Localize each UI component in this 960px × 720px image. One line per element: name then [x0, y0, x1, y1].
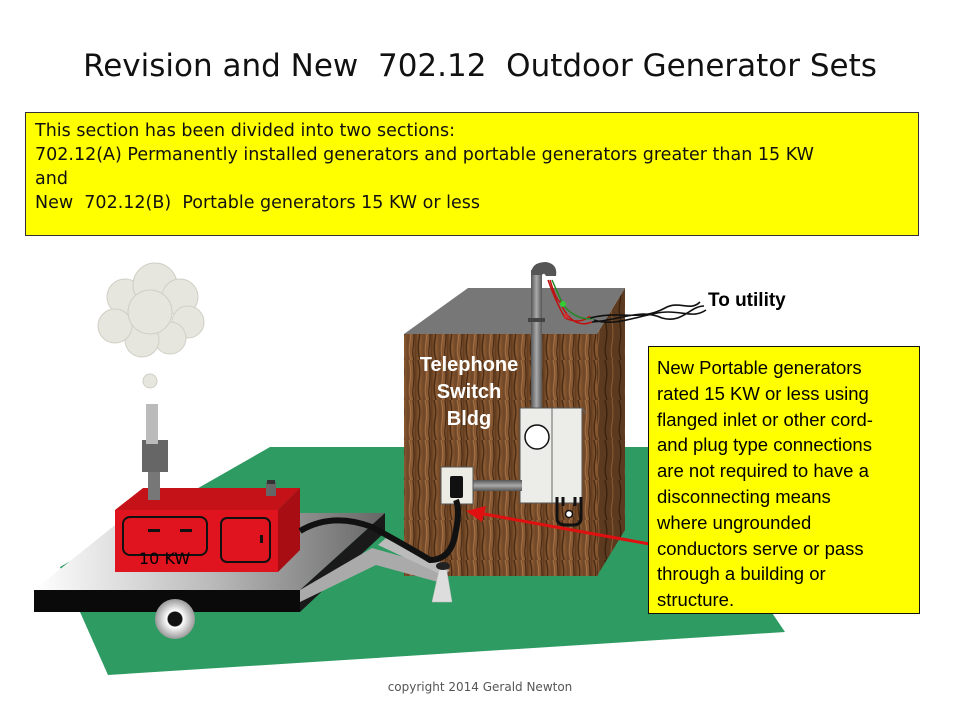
callout-arrow — [483, 512, 656, 547]
service-wire — [549, 279, 593, 325]
callout-box: New Portable generators rated 15 KW or l… — [648, 346, 920, 614]
intro-line: 702.12(A) Permanently installed generato… — [35, 145, 814, 165]
panel-meter — [524, 424, 550, 450]
intro-line: New 702.12(B) Portable generators 15 KW … — [35, 193, 481, 213]
callout-line: flanged inlet or other cord- — [657, 408, 873, 430]
utility-drop — [593, 309, 707, 324]
generator-rating-label: 10 KW — [139, 549, 191, 568]
transfer-panel — [519, 407, 583, 504]
callout-line: structure. — [657, 589, 735, 611]
intro-line: and — [35, 169, 68, 189]
inlet-conduit — [470, 480, 522, 491]
callout-line: New Portable generators — [657, 357, 862, 378]
building-roof — [404, 288, 625, 334]
building-label-line: Telephone — [419, 354, 519, 376]
utility-drop — [589, 301, 701, 319]
intro-box: This section has been divided into two s… — [25, 112, 919, 236]
conduit-clamp — [528, 318, 545, 322]
callout-line: and plug type connections — [657, 434, 872, 456]
wire-connector — [560, 301, 566, 307]
building-label-line: Bldg — [446, 408, 492, 430]
intro-line: This section has been divided into two s… — [35, 121, 456, 141]
service-conduit — [531, 270, 542, 415]
callout-line: conductors serve or pass — [657, 537, 864, 559]
callout-line: where ungrounded — [657, 511, 812, 533]
generator-top — [115, 488, 300, 510]
generator-panel-right — [220, 517, 271, 563]
generator-power-cord — [298, 498, 461, 564]
callout-line: are not required to have a — [657, 460, 869, 482]
copyright-notice: copyright 2014 Gerald Newton — [387, 680, 573, 694]
weatherhead — [531, 262, 557, 276]
plug-icon — [555, 497, 583, 527]
exhaust-stack — [142, 440, 168, 472]
exhaust-smoke — [97, 262, 205, 389]
callout-line: through a building or — [657, 563, 826, 585]
inlet-plug — [450, 476, 463, 498]
building-label: Telephone Switch Bldg — [404, 352, 534, 433]
generator-panel-left — [122, 516, 208, 556]
page-title: Revision and New 702.12 Outdoor Generato… — [83, 48, 877, 84]
callout-line: rated 15 KW or less using — [657, 382, 869, 404]
callout-line: disconnecting means — [657, 485, 831, 507]
building-label-line: Switch — [436, 381, 502, 403]
utility-label: To utility — [708, 290, 786, 311]
building-side — [597, 288, 625, 576]
trailer-tongue — [300, 548, 450, 602]
wire-connector — [563, 313, 569, 319]
utility-drop — [591, 305, 705, 323]
generator-cap — [266, 482, 276, 496]
